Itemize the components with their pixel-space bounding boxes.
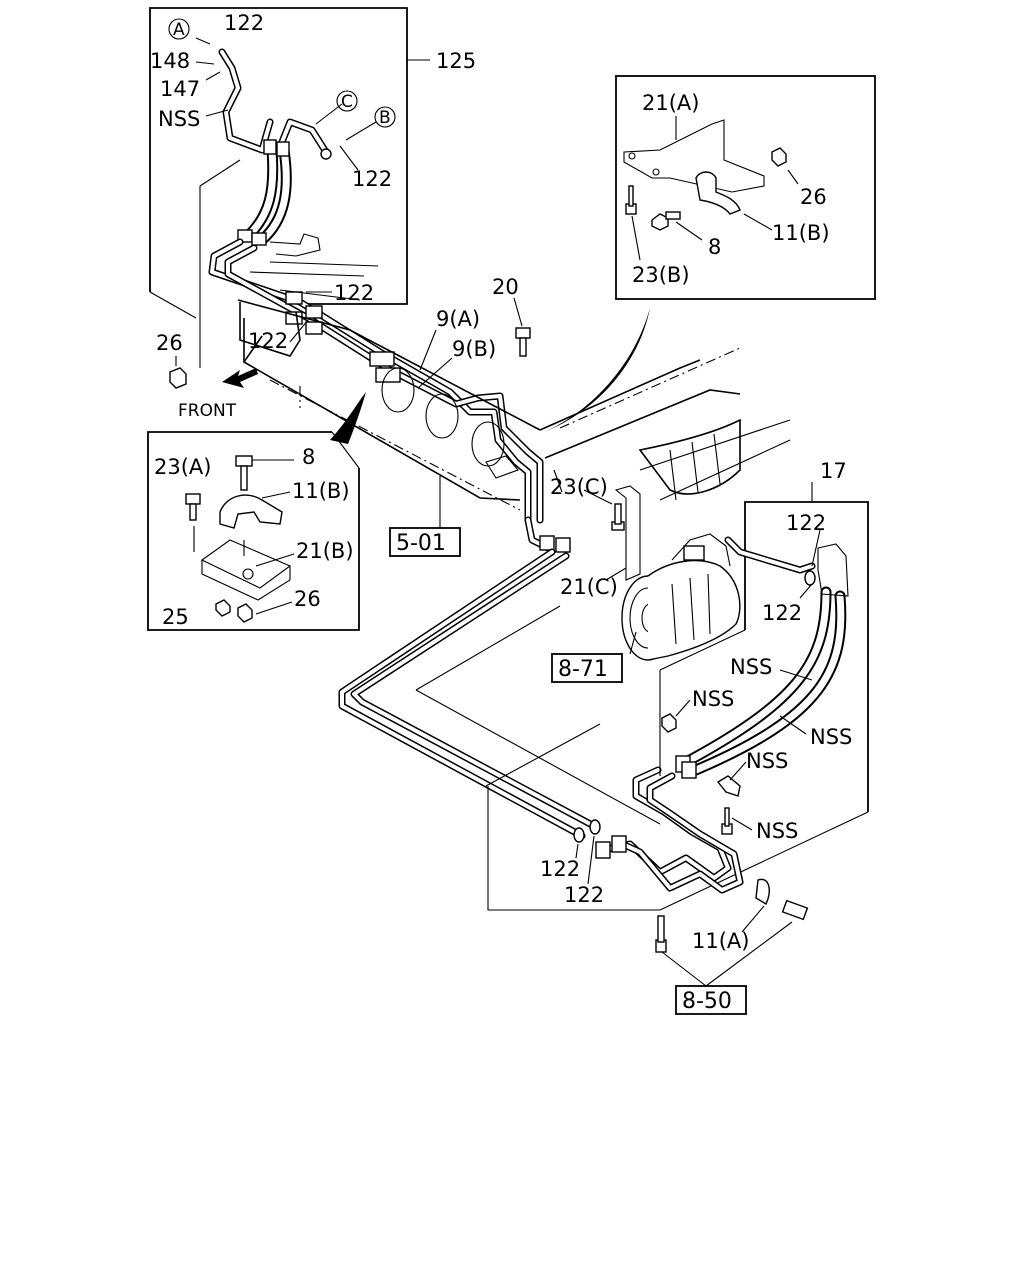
callout-122-bottom-a: 122	[540, 857, 580, 881]
detail-left-26: 26	[294, 587, 321, 611]
callout-122-right-top: 122	[352, 167, 392, 191]
reference-box-871[interactable]: 8-71	[551, 653, 623, 683]
front-label: FRONT	[178, 401, 237, 421]
compressor	[621, 533, 741, 661]
callout-nss-nut: NSS	[692, 687, 734, 711]
callout-17: 17	[820, 459, 847, 483]
callout-nss-hose-a: NSS	[730, 655, 772, 679]
callout-nss-hose-b: NSS	[810, 725, 852, 749]
compressor-pipes-bottom	[595, 766, 744, 894]
reference-501-text: 5-01	[396, 531, 446, 556]
callout-122-comp-a: 122	[786, 511, 826, 535]
callout-122-bottom-b: 122	[564, 883, 604, 907]
hose-assembly-125	[218, 48, 332, 257]
reference-871-text: 8-71	[558, 657, 608, 682]
callout-122-top: 122	[224, 11, 264, 35]
hose-assembly-17	[675, 536, 849, 779]
detail-box-right	[615, 75, 876, 300]
group-box-17	[659, 482, 869, 812]
detail-left-labels: 23(A) 8 11(B) 21(B) 25 26	[154, 445, 354, 629]
callout-122-mid: 122	[334, 281, 374, 305]
callout-nss-bolt: NSS	[756, 819, 798, 843]
bolt-20	[513, 297, 531, 357]
marker-b-text: B	[379, 108, 391, 128]
detail-left-23a: 23(A)	[154, 455, 211, 479]
front-arrow-icon	[222, 368, 258, 388]
detail-right-23b: 23(B)	[632, 263, 690, 287]
frame-crossmember	[237, 261, 791, 511]
callout-122-left-mid: 122	[248, 329, 288, 353]
lower-pipe-route	[338, 548, 869, 911]
detail-right-labels: 21(A) 26 11(B) 8 23(B)	[632, 91, 830, 287]
nut-26-left	[169, 159, 241, 389]
callout-9b: 9(B)	[452, 337, 496, 361]
detail-left-21b: 21(B)	[296, 539, 354, 563]
callout-nss-clip: NSS	[746, 749, 788, 773]
bracket-21c	[611, 485, 641, 581]
callout-23c: 23(C)	[550, 475, 608, 499]
detail-pointer-left	[330, 392, 366, 444]
callout-147: 147	[160, 77, 200, 101]
callout-nss-top: NSS	[158, 107, 200, 131]
callout-9a: 9(A)	[436, 307, 480, 331]
group-box-125	[149, 7, 430, 319]
reference-box-850[interactable]: 8-50	[675, 985, 747, 1015]
callout-122-comp-b: 122	[762, 601, 802, 625]
detail-right-21a: 21(A)	[642, 91, 699, 115]
callout-20: 20	[492, 275, 519, 299]
hardware-nss	[655, 713, 809, 987]
leader-lines	[195, 37, 821, 885]
pipe-9a-9b	[208, 238, 571, 553]
detail-right-11b: 11(B)	[772, 221, 830, 245]
callout-11a: 11(A)	[692, 929, 749, 953]
circle-marker-c: C	[336, 90, 358, 112]
marker-c-text: C	[341, 92, 353, 112]
reference-850-text: 8-50	[682, 989, 732, 1014]
detail-right-26: 26	[800, 185, 827, 209]
circle-marker-a: A	[168, 18, 190, 40]
detail-left-25: 25	[162, 605, 189, 629]
circle-marker-b: B	[374, 106, 396, 128]
detail-right-8: 8	[708, 235, 721, 259]
callout-21c: 21(C)	[560, 575, 618, 599]
callout-labels: 122 148 147 NSS 125 122 122 122 26 20 9(…	[150, 11, 852, 953]
detail-box-left	[147, 431, 360, 631]
reference-box-501[interactable]: 5-01	[389, 527, 461, 557]
callout-26-left: 26	[156, 331, 183, 355]
marker-a-text: A	[173, 20, 185, 40]
callout-125: 125	[436, 49, 476, 73]
detail-left-11b: 11(B)	[292, 479, 350, 503]
callout-148: 148	[150, 49, 190, 73]
detail-pointer-right	[544, 308, 650, 432]
detail-left-8: 8	[302, 445, 315, 469]
